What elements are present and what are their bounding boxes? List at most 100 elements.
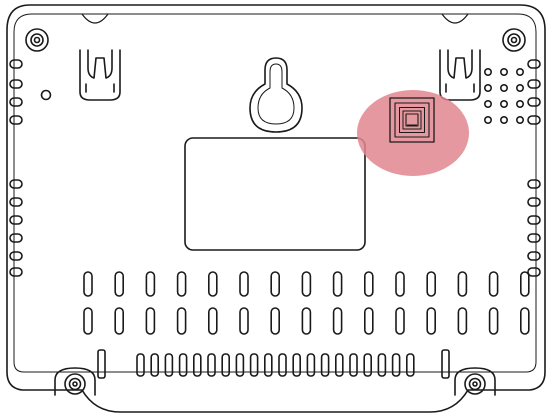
bottom-tab-left [97,349,106,379]
vent-dots [483,68,524,125]
vent-slot [332,271,343,297]
wall-hook-left [79,49,121,101]
bottom-slot [292,353,302,377]
screw-hole-top-left [25,28,49,52]
housing-outline [6,4,546,413]
vent-slot [363,307,374,335]
vent-slot [301,271,312,297]
screw-hole-bottom-right [454,367,496,396]
bottom-slot [249,353,259,377]
side-grip [9,197,23,207]
side-grip [9,179,23,189]
bottom-tab-right [441,349,450,379]
vent-slots-row-1 [83,271,530,297]
side-grips-left [9,59,23,277]
side-grip [527,179,541,189]
side-grip [527,97,541,107]
bottom-slot [178,353,188,377]
bottom-slot [278,353,287,377]
side-grip [9,97,23,107]
vent-dot [483,100,492,109]
vent-dot [515,116,524,125]
keyhole-mount [249,57,303,133]
screw-hole-top-right [502,28,526,52]
vent-slots-row-2 [83,307,530,335]
vent-slot [488,271,499,297]
vent-dot [483,68,492,77]
vent-slot [457,307,468,335]
bottom-slot [235,353,245,377]
bottom-slot [193,353,202,377]
label-area [184,137,366,251]
vent-slot [239,307,249,335]
bottom-slot-strip [136,353,415,377]
side-grip [9,267,23,277]
bottom-slot [391,353,401,377]
vent-slot [176,307,187,335]
vent-slot [208,271,218,297]
vent-dot [499,68,508,77]
small-hole-left [40,89,52,101]
vent-slot [395,271,405,297]
vent-dot [515,84,524,93]
side-grip [9,215,23,225]
bottom-slot [221,353,230,377]
vent-slot [519,271,530,297]
vent-slot [457,271,468,297]
side-grip [527,79,541,89]
housing-inner-outline [13,13,537,373]
vent-slot [519,307,530,335]
vent-slot [114,271,124,297]
bottom-slot [150,353,159,377]
vent-slot [363,271,374,297]
bottom-slot [405,353,415,377]
wall-hook-right [439,49,481,101]
side-grips-right [527,59,541,277]
side-grip [9,233,23,243]
bottom-slot [334,353,344,377]
vent-slot [83,271,93,297]
vent-slot [395,307,405,335]
reset-button-icon[interactable] [389,97,435,143]
vent-slot [208,307,218,335]
vent-slot [114,307,124,335]
vent-dot [515,68,524,77]
vent-dot [499,100,508,109]
vent-slot [270,271,281,297]
screw-hole-bottom-left [54,367,96,396]
bottom-slot [306,353,316,377]
vent-slot [301,307,312,335]
side-grip [9,251,23,261]
side-grip [9,59,23,69]
vent-slot [145,307,156,335]
side-grip [9,79,23,89]
vent-slot [270,307,281,335]
side-grip [9,115,23,125]
vent-dot [499,84,508,93]
vent-dot [515,100,524,109]
vent-dot [483,116,492,125]
vent-dot [499,116,508,125]
vent-slot [145,271,156,297]
bottom-slot [263,353,273,377]
side-grip [527,267,541,277]
bottom-slot [136,353,145,377]
bottom-slot [320,353,330,377]
bottom-slot [363,353,373,377]
top-notch-right [441,13,469,24]
side-grip [527,59,541,69]
bottom-slot [207,353,216,377]
vent-slot [332,307,343,335]
vent-slot [176,271,187,297]
side-grip [527,197,541,207]
bottom-slot [377,353,387,377]
side-grip [527,115,541,125]
side-grip [527,251,541,261]
bottom-slot [164,353,174,377]
vent-slot [488,307,499,335]
vent-slot [426,307,437,335]
vent-slot [426,271,437,297]
vent-slot [239,271,249,297]
vent-dot [483,84,492,93]
